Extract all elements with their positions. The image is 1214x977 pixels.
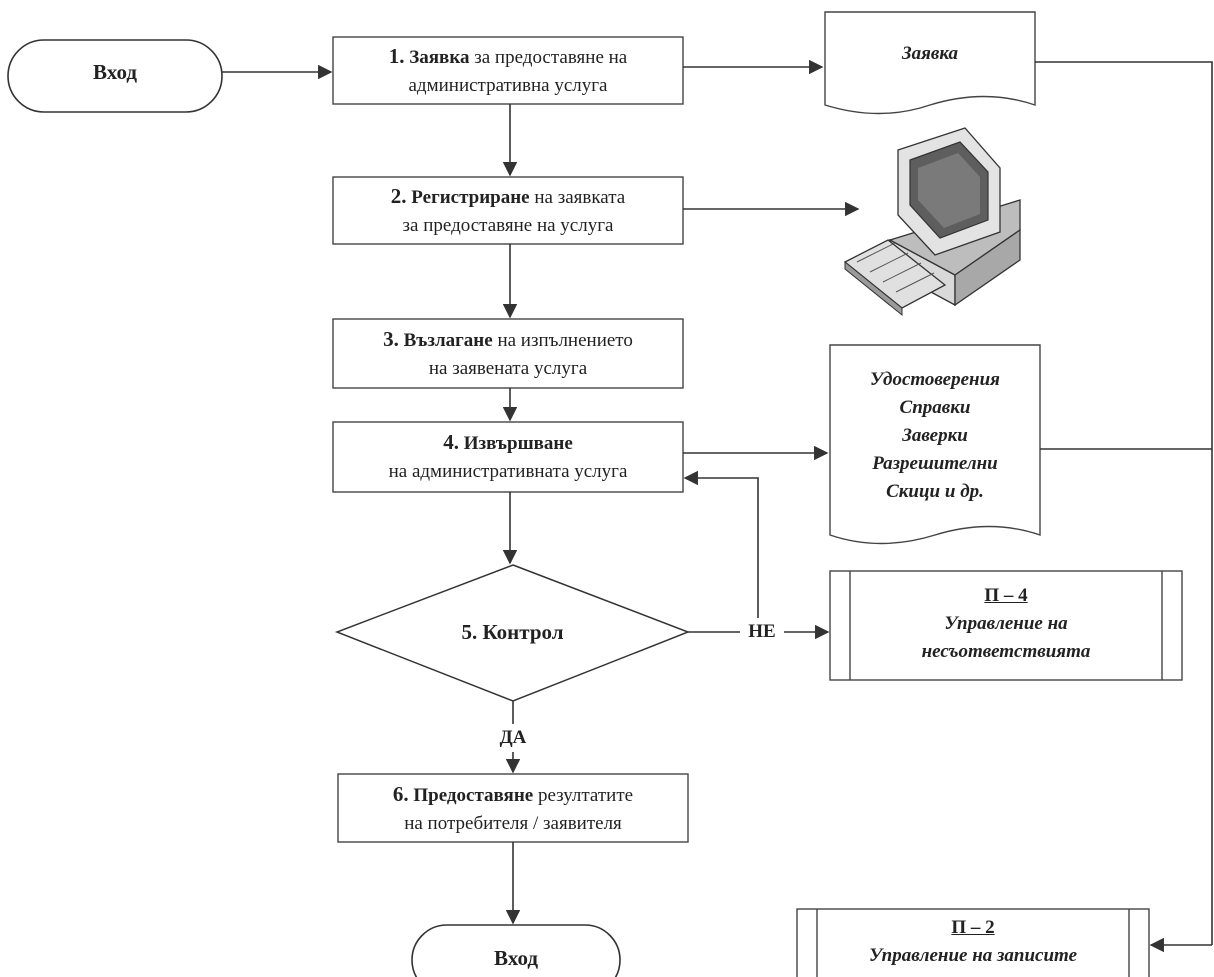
decision-no-label: НЕ [740, 618, 784, 646]
step-3-box [332, 318, 684, 389]
decision-label: 5. Контрол [461, 620, 564, 644]
step-2-box [332, 176, 684, 245]
start-terminator [7, 39, 223, 113]
computer-icon [843, 127, 1021, 317]
procedure-p4-text: П – 4 Управление на несъответствията [850, 582, 1162, 666]
output-item: Справки [899, 397, 971, 418]
step-3-num: 3. [383, 327, 399, 351]
end-terminator [411, 924, 621, 977]
step-6-rest: резултатите [533, 785, 634, 806]
output-item: Разрешителни [872, 453, 998, 474]
output-item: Удостоверения [870, 369, 1000, 390]
step-2-text: 2. Регистриране на заявката за предостав… [333, 182, 683, 240]
step-4-num: 4. [443, 430, 459, 454]
step-6-text: 6. Предоставяне резултатите на потребите… [338, 780, 688, 838]
step-3-text: 3. Възлагане на изпълнението на заявенат… [333, 325, 683, 383]
procedure-p4-code: П – 4 [984, 585, 1028, 606]
procedure-p2-text: П – 2 Управление на записите [817, 914, 1129, 970]
procedure-p2-line1: Управление на записите [868, 945, 1078, 966]
step-6-num: 6. [392, 782, 409, 806]
step-1-bold: Заявка [409, 47, 470, 68]
connectors [222, 59, 1213, 953]
procedure-p4-box [829, 570, 1183, 681]
request-document-label: Заявка [901, 43, 959, 64]
procedure-p2-code: П – 2 [951, 917, 995, 938]
step-4-line2: на административната услуга [388, 461, 628, 482]
step-6-line2: на потребителя / заявителя [404, 813, 622, 834]
decision-yes-label: ДА [490, 724, 536, 752]
step-1-num: 1. [388, 44, 405, 68]
step-2-bold: Регистриране [411, 187, 530, 208]
procedure-p2-box [796, 908, 1150, 977]
output-item: Заверки [902, 425, 968, 446]
start-label: Вход [93, 60, 137, 84]
step-2-line2: за предоставяне на услуга [402, 215, 614, 236]
step-3-rest: на изпълнението [492, 330, 633, 351]
step-3-bold: Възлагане [403, 330, 493, 351]
step-4-text: 4. Извършване на административната услуг… [333, 428, 683, 486]
step-1-line2: административна услуга [408, 75, 608, 96]
end-label: Вход [494, 946, 538, 970]
outputs-document-list: Удостоверения Справки Заверки Разрешител… [830, 366, 1040, 506]
step-1-text: 1. Заявка за предоставяне на администрат… [333, 42, 683, 100]
output-item: Скици и др. [886, 481, 984, 502]
step-3-line2: на заявената услуга [428, 358, 588, 379]
step-4-bold: Извършване [463, 433, 573, 454]
step-1-box [332, 36, 684, 105]
step-2-num: 2. [390, 184, 407, 208]
outputs-document [829, 344, 1041, 545]
request-document [824, 11, 1036, 115]
step-2-rest: на заявката [529, 187, 626, 208]
step-6-bold: Предоставяне [413, 785, 534, 806]
procedure-p4-line2: несъответствията [921, 641, 1091, 662]
step-1-rest: за предоставяне на [469, 47, 628, 68]
procedure-p4-line1: Управление на [944, 613, 1068, 634]
step-4-box [332, 421, 684, 493]
